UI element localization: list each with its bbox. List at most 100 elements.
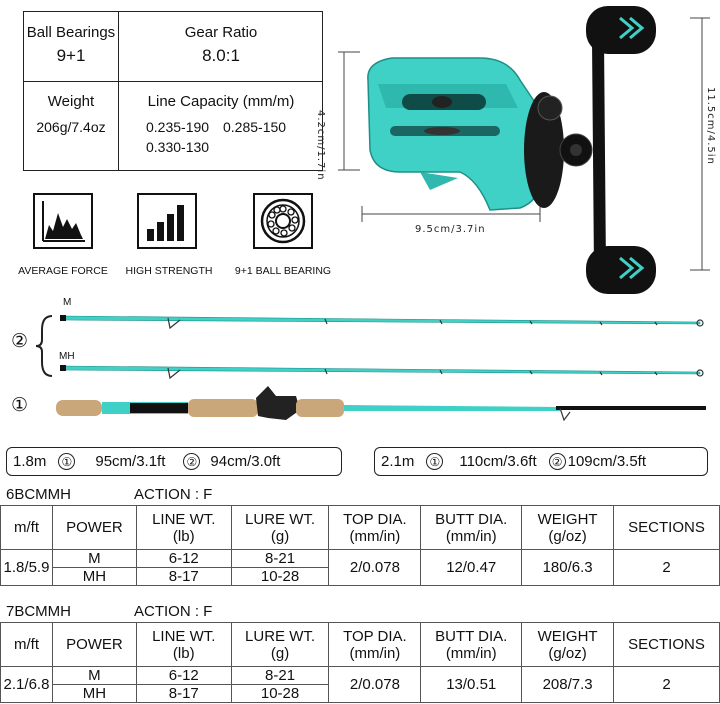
table1-model: 6BCMMH	[6, 486, 72, 503]
lure-wt-unit: (g)	[270, 644, 290, 662]
table1: m/ft POWER LINE WT.(lb) LURE WT.(g) TOP …	[0, 505, 720, 586]
header-sections: SECTIONS	[613, 622, 720, 667]
header-weight: WEIGHT(g/oz)	[521, 505, 615, 550]
weight-unit: (g/oz)	[548, 644, 587, 662]
power-mh-cell: MH	[51, 684, 137, 703]
high-strength-icon	[137, 193, 197, 249]
weight-title: WEIGHT	[537, 510, 598, 528]
power-m-cell: M	[51, 549, 137, 568]
reel-width-dimension: 9.5cm/3.7in	[415, 224, 486, 235]
header-sections: SECTIONS	[613, 505, 720, 550]
short-piece2: 94cm/3.0ft	[210, 453, 281, 470]
short-piece1: 95cm/3.1ft	[95, 453, 166, 470]
tip-m-label: M	[63, 297, 72, 308]
weight-cell: 180/6.3	[521, 549, 615, 586]
long-piece2-mark: ②	[548, 453, 566, 470]
line-wt-title: LINE WT.	[152, 510, 216, 528]
gear-ratio-value: 8.0:1	[202, 46, 240, 65]
lure-wt-unit: (g)	[270, 527, 290, 545]
butt-dia-unit: (mm/in)	[445, 644, 497, 662]
butt-dia-title: BUTT DIA.	[435, 627, 508, 645]
weight-value: 206g/7.4oz	[36, 119, 106, 135]
long-piece2: 109cm/3.5ft	[567, 453, 647, 470]
long-piece1-mark: ①	[426, 453, 444, 470]
sections-cell: 2	[613, 549, 720, 586]
top-dia-cell: 2/0.078	[328, 666, 422, 703]
line-m-cell: 6-12	[135, 666, 232, 685]
table1-action: ACTION : F	[134, 486, 213, 503]
ball-bearing-icon	[253, 193, 313, 249]
ball-bearings-label: Ball Bearings	[26, 24, 116, 41]
long-piece1: 110cm/3.6ft	[459, 453, 537, 470]
lure-wt-title: LURE WT.	[245, 510, 316, 528]
weight-label: Weight	[47, 93, 95, 110]
line-wt-unit: (lb)	[172, 527, 195, 545]
top-dia-unit: (mm/in)	[349, 527, 401, 545]
butt-dia-unit: (mm/in)	[445, 527, 497, 545]
lure-m-cell: 8-21	[230, 549, 330, 568]
spec-divider-horizontal	[24, 81, 322, 82]
header-length: m/ft	[0, 505, 53, 550]
header-power: POWER	[51, 505, 137, 550]
length-cell: 2.1/6.8	[0, 666, 53, 703]
average-force-icon	[33, 193, 93, 249]
line-mh-cell: 8-17	[135, 684, 232, 703]
power-m-cell: M	[51, 666, 137, 685]
gear-ratio-label: Gear Ratio	[184, 24, 258, 41]
power-mh-cell: MH	[51, 567, 137, 586]
long-total: 2.1m	[381, 453, 415, 470]
header-top-dia: TOP DIA.(mm/in)	[328, 505, 422, 550]
header-line-wt: LINE WT.(lb)	[135, 622, 232, 667]
lure-mh-cell: 10-28	[230, 567, 330, 586]
line-wt-title: LINE WT.	[152, 627, 216, 645]
length-box-long: 2.1m ① 110cm/3.6ft ② 109cm/3.5ft	[374, 447, 708, 476]
table2: m/ft POWER LINE WT.(lb) LURE WT.(g) TOP …	[0, 622, 720, 703]
line-mh-cell: 8-17	[135, 567, 232, 586]
rod-illustration	[35, 315, 706, 422]
weight-title: WEIGHT	[537, 627, 598, 645]
average-force-caption: AVERAGE FORCE	[18, 265, 108, 277]
header-butt-dia: BUTT DIA.(mm/in)	[420, 622, 523, 667]
table-row: MH 8-17 10-28	[1, 567, 720, 586]
sections-cell: 2	[613, 666, 720, 703]
top-dia-unit: (mm/in)	[349, 644, 401, 662]
line-capacity-3: 0.330-130	[146, 139, 210, 155]
top-dia-cell: 2/0.078	[328, 549, 422, 586]
two-piece-marker: ②	[11, 331, 29, 352]
line-capacity-1: 0.235-190	[146, 119, 210, 135]
top-dia-title: TOP DIA.	[343, 510, 407, 528]
high-strength-caption: HIGH STRENGTH	[125, 265, 213, 277]
length-cell: 1.8/5.9	[0, 549, 53, 586]
butt-dia-cell: 13/0.51	[420, 666, 523, 703]
lure-m-cell: 8-21	[230, 666, 330, 685]
butt-dia-cell: 12/0.47	[420, 549, 523, 586]
header-length: m/ft	[0, 622, 53, 667]
line-m-cell: 6-12	[135, 549, 232, 568]
lure-mh-cell: 10-28	[230, 684, 330, 703]
reel-height-dimension: 4.2cm/1.7in	[315, 110, 326, 181]
header-lure-wt: LURE WT.(g)	[230, 622, 330, 667]
spec-divider-vertical	[118, 12, 119, 170]
reel-total-height-dimension: 11.5cm/4.5in	[705, 87, 716, 165]
line-wt-unit: (lb)	[172, 644, 195, 662]
header-power: POWER	[51, 622, 137, 667]
table2-action: ACTION : F	[134, 603, 213, 620]
length-box-short: 1.8m ① 95cm/3.1ft ② 94cm/3.0ft	[6, 447, 342, 476]
ball-bearing-caption: 9+1 BALL BEARING	[234, 265, 332, 277]
spec-box: Ball Bearings 9+1 Gear Ratio 8.0:1 Weigh…	[23, 11, 323, 171]
line-capacity-2: 0.285-150	[223, 119, 287, 135]
one-piece-marker: ①	[11, 395, 29, 416]
top-dia-title: TOP DIA.	[343, 627, 407, 645]
short-piece1-mark: ①	[58, 453, 76, 470]
header-butt-dia: BUTT DIA.(mm/in)	[420, 505, 523, 550]
short-piece2-mark: ②	[183, 453, 201, 470]
header-line-wt: LINE WT.(lb)	[135, 505, 232, 550]
tip-mh-label: MH	[59, 351, 75, 362]
header-weight: WEIGHT(g/oz)	[521, 622, 615, 667]
header-lure-wt: LURE WT.(g)	[230, 505, 330, 550]
weight-cell: 208/7.3	[521, 666, 615, 703]
weight-unit: (g/oz)	[548, 527, 587, 545]
line-capacity-label: Line Capacity (mm/m)	[147, 93, 295, 110]
baitcasting-reel-illustration	[338, 6, 710, 294]
short-total: 1.8m	[13, 453, 47, 470]
